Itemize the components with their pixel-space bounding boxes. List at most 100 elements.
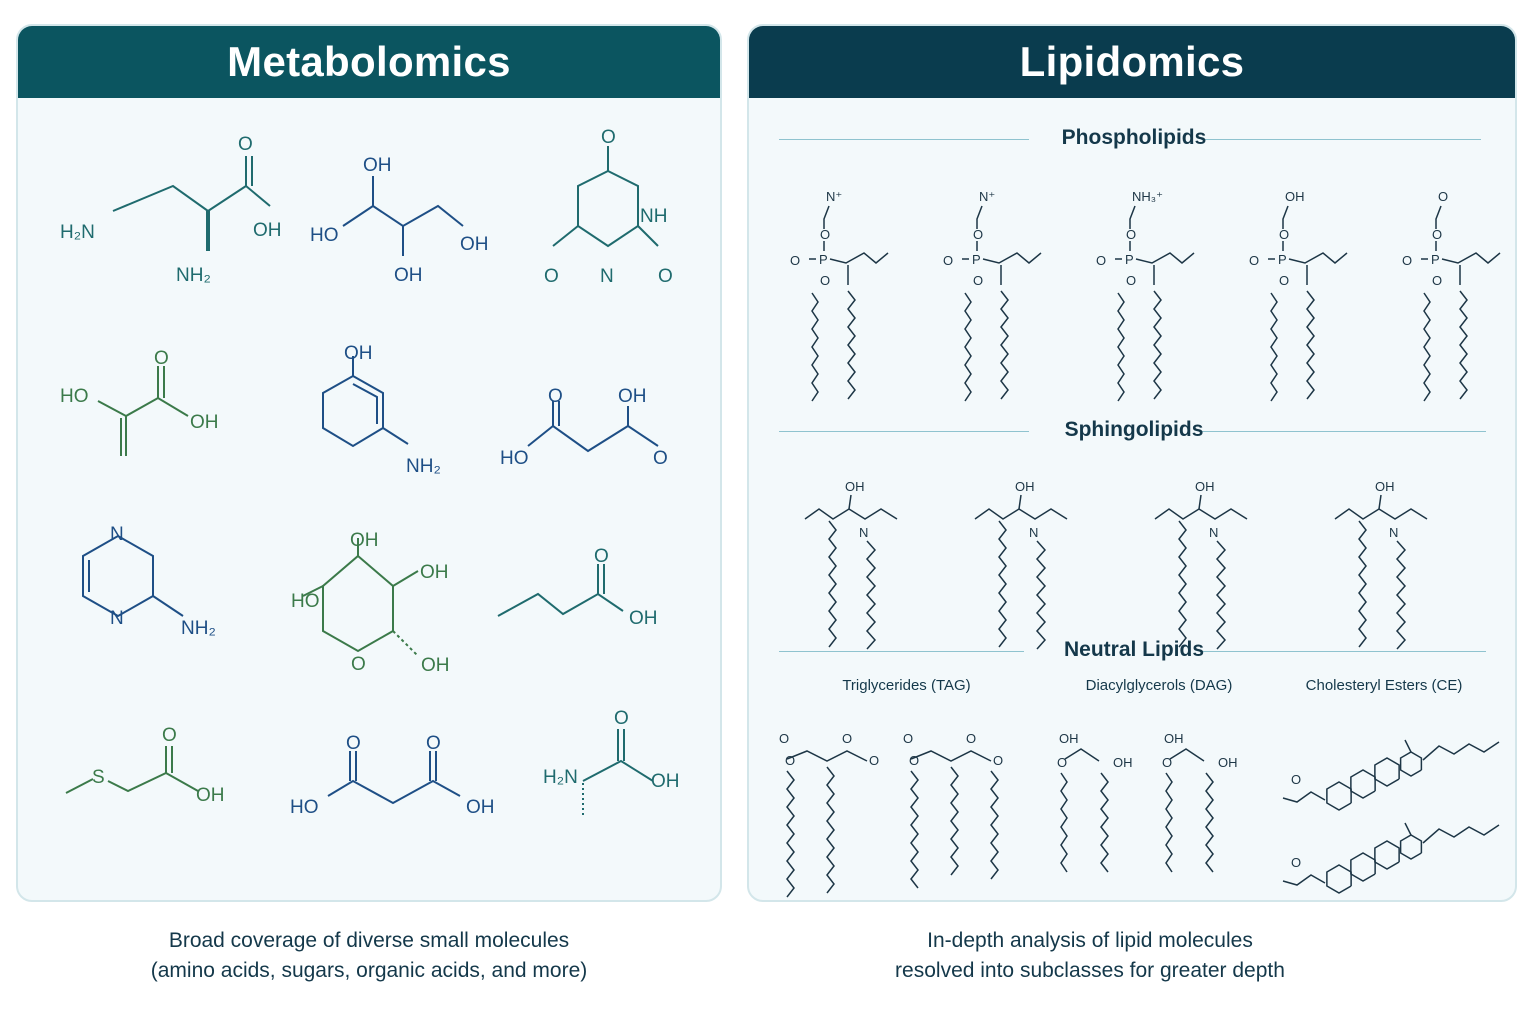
fatty-acyl-chain <box>786 770 795 898</box>
atom-nh2: NH₂ <box>176 265 211 286</box>
atom-o: O <box>1432 227 1442 242</box>
atom-nh: NH <box>640 206 667 227</box>
molecule-aminopyrazine: N N NH₂ <box>58 516 288 701</box>
atom-o: O <box>162 725 177 746</box>
atom-ho: HO <box>310 225 339 246</box>
fatty-acyl-chain <box>811 292 819 402</box>
headgroup-bond <box>1129 205 1136 229</box>
atom-oh: OH <box>196 785 225 806</box>
headgroup-bond <box>1435 205 1442 229</box>
atom-o: O <box>993 753 1003 768</box>
bond <box>1018 494 1022 510</box>
atom-o: O <box>351 654 366 675</box>
molecule-malonic-acid-2: HO O O OH <box>288 701 518 886</box>
headgroup-label: NH₃⁺ <box>1132 189 1163 204</box>
sterol-ring <box>1326 864 1352 894</box>
atom-o: O <box>785 753 795 768</box>
sphingoid-chain <box>1178 520 1187 648</box>
atom-ho: HO <box>290 797 319 818</box>
atom-p: P <box>1278 252 1287 267</box>
atom-oh: OH <box>1164 731 1184 746</box>
subclass-ce: Cholesteryl Esters (CE) <box>1305 677 1463 694</box>
sterol-ring <box>1374 757 1400 787</box>
atom-n: N <box>110 608 124 629</box>
atom-o: O <box>1279 227 1289 242</box>
atom-n: N <box>600 266 614 287</box>
atom-o: O <box>1291 855 1301 870</box>
bond <box>1404 739 1412 753</box>
atom-oh: OH <box>363 155 392 176</box>
bond <box>1198 494 1202 510</box>
sterol-ring <box>1399 834 1423 860</box>
glycerol-backbone <box>1169 748 1205 762</box>
section-sphingolipids: Sphingolipids <box>1064 418 1204 441</box>
atom-o: O <box>779 731 789 746</box>
atom-o: O <box>842 731 852 746</box>
atom-oh: OH <box>1015 479 1035 494</box>
atom-o: O <box>154 348 169 369</box>
section-divider <box>1201 651 1486 652</box>
glycerol-backbone <box>982 252 1042 264</box>
atom-oh: OH <box>651 771 680 792</box>
molecule-butyric-acid: O OH <box>493 516 720 701</box>
atom-oh: OH <box>420 562 449 583</box>
bond <box>1404 822 1412 836</box>
headgroup-label: N⁺ <box>979 189 995 204</box>
atom-o: O <box>346 733 361 754</box>
atom-oh: OH <box>190 412 219 433</box>
atom-o: O <box>943 253 953 268</box>
atom-o: O <box>966 731 976 746</box>
atom-ho: HO <box>60 386 89 407</box>
atom-o: O <box>869 753 879 768</box>
headgroup-label: N⁺ <box>826 189 842 204</box>
sterol-ring <box>1350 852 1376 882</box>
molecule-alanine: H₂N O OH <box>503 701 720 886</box>
atom-nh2: NH₂ <box>406 456 441 477</box>
atom-o: O <box>903 731 913 746</box>
atom-n: N <box>110 524 124 545</box>
molecule-malonic-acid: HO O OH O <box>498 326 720 511</box>
atom-h2n: H₂N <box>60 222 95 243</box>
glycerol-backbone <box>829 252 889 264</box>
atom-oh: OH <box>618 386 647 407</box>
atom-p: P <box>819 252 828 267</box>
fatty-acyl-chain <box>1205 772 1214 873</box>
glycerol-backbone <box>910 750 992 762</box>
section-divider <box>779 139 1029 140</box>
ester-linkage <box>1282 791 1326 803</box>
glycerol-backbone <box>1441 252 1501 264</box>
atom-oh: OH <box>344 343 373 364</box>
molecule-aminophenol: OH NH₂ <box>288 326 518 511</box>
atom-o: O <box>1057 755 1067 770</box>
fatty-acyl-chain <box>1000 290 1009 400</box>
atom-o: O <box>544 266 559 287</box>
atom-o: O <box>909 753 919 768</box>
atom-nh2: NH₂ <box>181 618 216 639</box>
glycerol-backbone <box>1135 252 1195 264</box>
fatty-acyl-chain <box>1306 290 1315 400</box>
atom-oh: OH <box>1218 755 1238 770</box>
atom-oh: OH <box>350 530 379 551</box>
atom-o: O <box>238 134 253 155</box>
atom-oh: OH <box>845 479 865 494</box>
atom-o: O <box>1096 253 1106 268</box>
atom-p: P <box>1125 252 1134 267</box>
headgroup-bond <box>976 205 983 229</box>
headgroup-label: O <box>1438 189 1448 204</box>
sterol-ring <box>1399 751 1423 777</box>
atom-o: O <box>653 448 668 469</box>
sphingoid-backbone <box>1334 508 1428 520</box>
atom-oh: OH <box>1113 755 1133 770</box>
headgroup-bond <box>823 205 830 229</box>
molecule-diaminopropionic-acid: H₂N O OH NH₂ <box>58 126 288 311</box>
atom-o: O <box>594 546 609 567</box>
atom-o: O <box>614 708 629 729</box>
n-acyl-chain <box>1215 540 1227 650</box>
bond <box>848 494 852 510</box>
glycerol-backbone <box>1288 252 1348 264</box>
atom-oh: OH <box>1195 479 1215 494</box>
atom-o: O <box>1291 772 1301 787</box>
metabolomics-title: Metabolomics <box>18 26 720 98</box>
fatty-acyl-chain <box>826 766 835 894</box>
